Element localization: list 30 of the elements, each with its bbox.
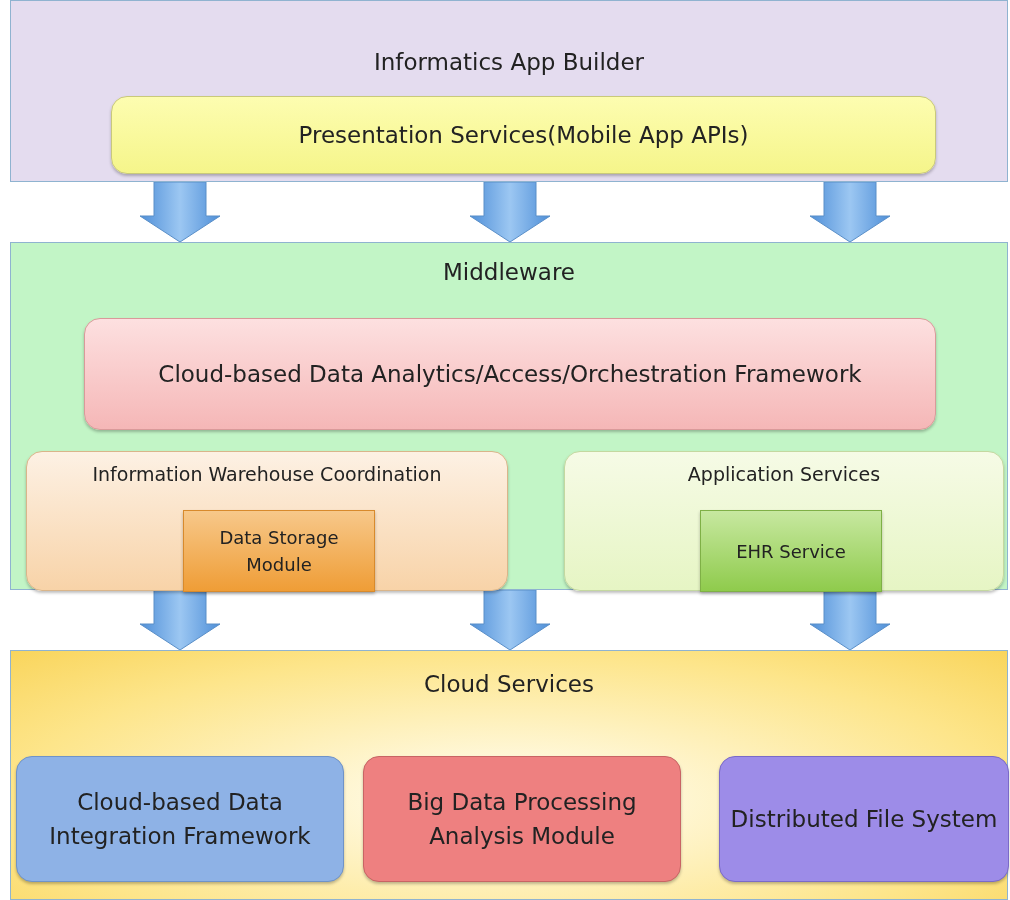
block-arrow [809, 181, 891, 243]
component-box [719, 756, 1009, 882]
component-box [700, 510, 882, 592]
layer-title: Informatics App Builder [373, 49, 645, 75]
layer-band [10, 0, 1008, 182]
layer-title: Cloud Services [423, 671, 595, 697]
component-box [111, 96, 936, 174]
component-label: Presentation Services(Mobile App APIs) [298, 120, 749, 150]
block-arrow [469, 589, 551, 651]
block-arrow [139, 181, 221, 243]
component-box [363, 756, 681, 882]
layer-title: Middleware [442, 259, 576, 285]
component-label: EHR Service [736, 539, 846, 564]
component-box [183, 510, 375, 592]
layer-band [10, 242, 1008, 590]
block-arrow [809, 589, 891, 651]
component-label: Data Storage Module [218, 526, 340, 577]
component-box [16, 756, 344, 882]
component-label: Cloud-based Data Integration Framework [48, 787, 312, 851]
group-title: Information Warehouse Coordination [92, 462, 442, 487]
component-label: Big Data Processing Analysis Module [406, 787, 638, 851]
layer-band [10, 650, 1008, 900]
block-arrow [469, 181, 551, 243]
component-box [84, 318, 936, 430]
block-arrow [139, 589, 221, 651]
component-label: Cloud-based Data Analytics/Access/Orchestration Framework [158, 359, 862, 389]
group-box [564, 451, 1004, 591]
group-box [26, 451, 508, 591]
group-title: Application Services [687, 462, 881, 487]
component-label: Distributed File System [730, 804, 998, 834]
